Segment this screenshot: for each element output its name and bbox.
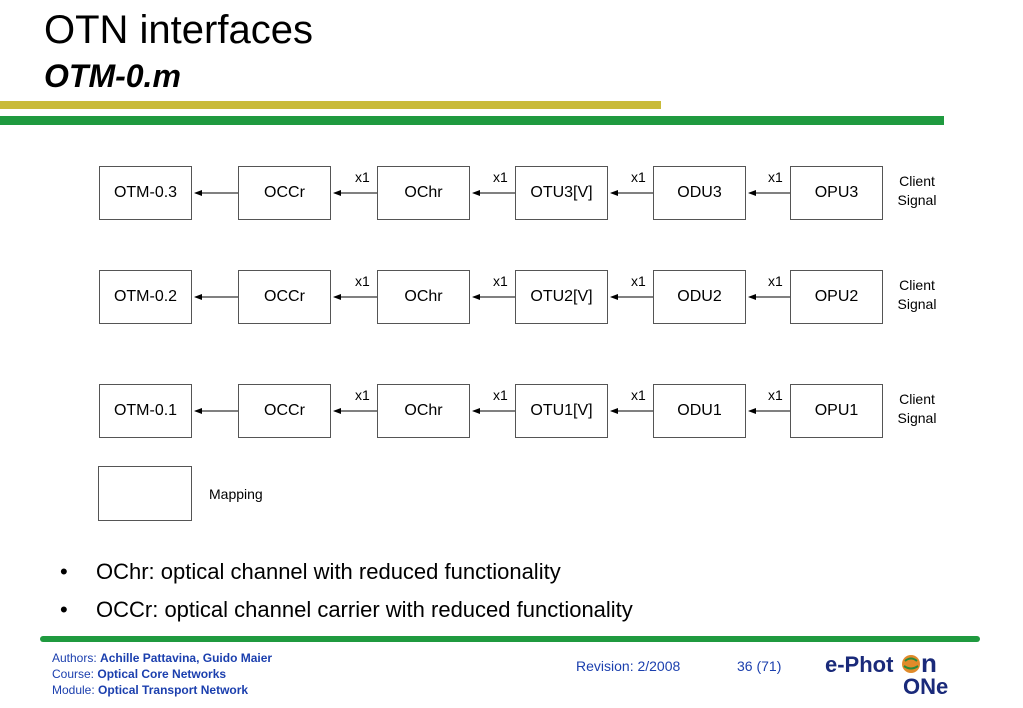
diagram-box: OPU3	[790, 166, 883, 220]
multiplicity-label: x1	[355, 273, 370, 289]
multiplicity-label: x1	[631, 273, 646, 289]
course-label: Course:	[52, 667, 95, 681]
diagram-box: OTM-0.1	[99, 384, 192, 438]
diagram-box: ODU2	[653, 270, 746, 324]
e-photon-one-logo: e-Phot n ONe	[825, 650, 948, 698]
client-signal-line2: Signal	[897, 296, 937, 312]
diagram-box: ODU3	[653, 166, 746, 220]
authors-value: Achille Pattavina, Guido Maier	[100, 651, 273, 665]
multiplicity-label: x1	[768, 273, 783, 289]
legend-mapping-box	[98, 466, 192, 521]
bullet-list: • OChr: optical channel with reduced fun…	[56, 553, 633, 629]
multiplicity-label: x1	[631, 387, 646, 403]
revision-text: Revision: 2/2008	[576, 658, 681, 674]
module-label: Module:	[52, 683, 95, 697]
diagram-box: OChr	[377, 166, 470, 220]
multiplicity-label: x1	[355, 387, 370, 403]
diagram-box: OPU1	[790, 384, 883, 438]
multiplicity-label: x1	[493, 169, 508, 185]
logo-text-3: ONe	[903, 674, 948, 698]
footer-divider	[40, 636, 980, 642]
course-value: Optical Core Networks	[97, 667, 227, 681]
client-signal-line1: Client	[899, 277, 935, 293]
header-divider-yellow	[0, 101, 661, 109]
page-subtitle: OTM-0.m	[44, 58, 181, 94]
diagram-box: OCCr	[238, 270, 331, 324]
multiplicity-label: x1	[768, 387, 783, 403]
diagram-box: OCCr	[238, 384, 331, 438]
multiplicity-label: x1	[493, 273, 508, 289]
multiplicity-label: x1	[631, 169, 646, 185]
footer-module: Module: Optical Transport Network	[52, 682, 272, 698]
diagram-box: OCCr	[238, 166, 331, 220]
bullet-marker: •	[60, 597, 68, 622]
page-title: OTN interfaces	[44, 8, 313, 52]
diagram-box: OTU3[V]	[515, 166, 608, 220]
diagram-box: OChr	[377, 384, 470, 438]
module-value: Optical Transport Network	[98, 683, 249, 697]
multiplicity-label: x1	[768, 169, 783, 185]
bullet-text: OCCr: optical channel carrier with reduc…	[96, 597, 633, 622]
diagram-box: OTM-0.3	[99, 166, 192, 220]
header-divider-green	[0, 116, 944, 125]
client-signal-line1: Client	[899, 391, 935, 407]
diagram-box: ODU1	[653, 384, 746, 438]
multiplicity-label: x1	[493, 387, 508, 403]
diagram-box: OTM-0.2	[99, 270, 192, 324]
bullet-item: • OCCr: optical channel carrier with red…	[56, 591, 633, 629]
bullet-marker: •	[60, 559, 68, 584]
page-number: 36 (71)	[737, 658, 782, 674]
diagram-box: OTU1[V]	[515, 384, 608, 438]
bullet-item: • OChr: optical channel with reduced fun…	[56, 553, 633, 591]
diagram-box: OChr	[377, 270, 470, 324]
footer-credits: Authors: Achille Pattavina, Guido Maier …	[52, 650, 272, 698]
multiplicity-label: x1	[355, 169, 370, 185]
client-signal-line2: Signal	[897, 410, 937, 426]
client-signal-line1: Client	[899, 173, 935, 189]
legend-mapping-label: Mapping	[209, 486, 263, 502]
bullet-text: OChr: optical channel with reduced funct…	[96, 559, 561, 584]
logo-text-1: e-Phot	[825, 652, 894, 677]
diagram-box: OPU2	[790, 270, 883, 324]
authors-label: Authors:	[52, 651, 97, 665]
footer-course: Course: Optical Core Networks	[52, 666, 272, 682]
diagram-box: OTU2[V]	[515, 270, 608, 324]
footer-authors: Authors: Achille Pattavina, Guido Maier	[52, 650, 272, 666]
logo-text-2: n	[921, 650, 937, 678]
client-signal-line2: Signal	[897, 192, 937, 208]
